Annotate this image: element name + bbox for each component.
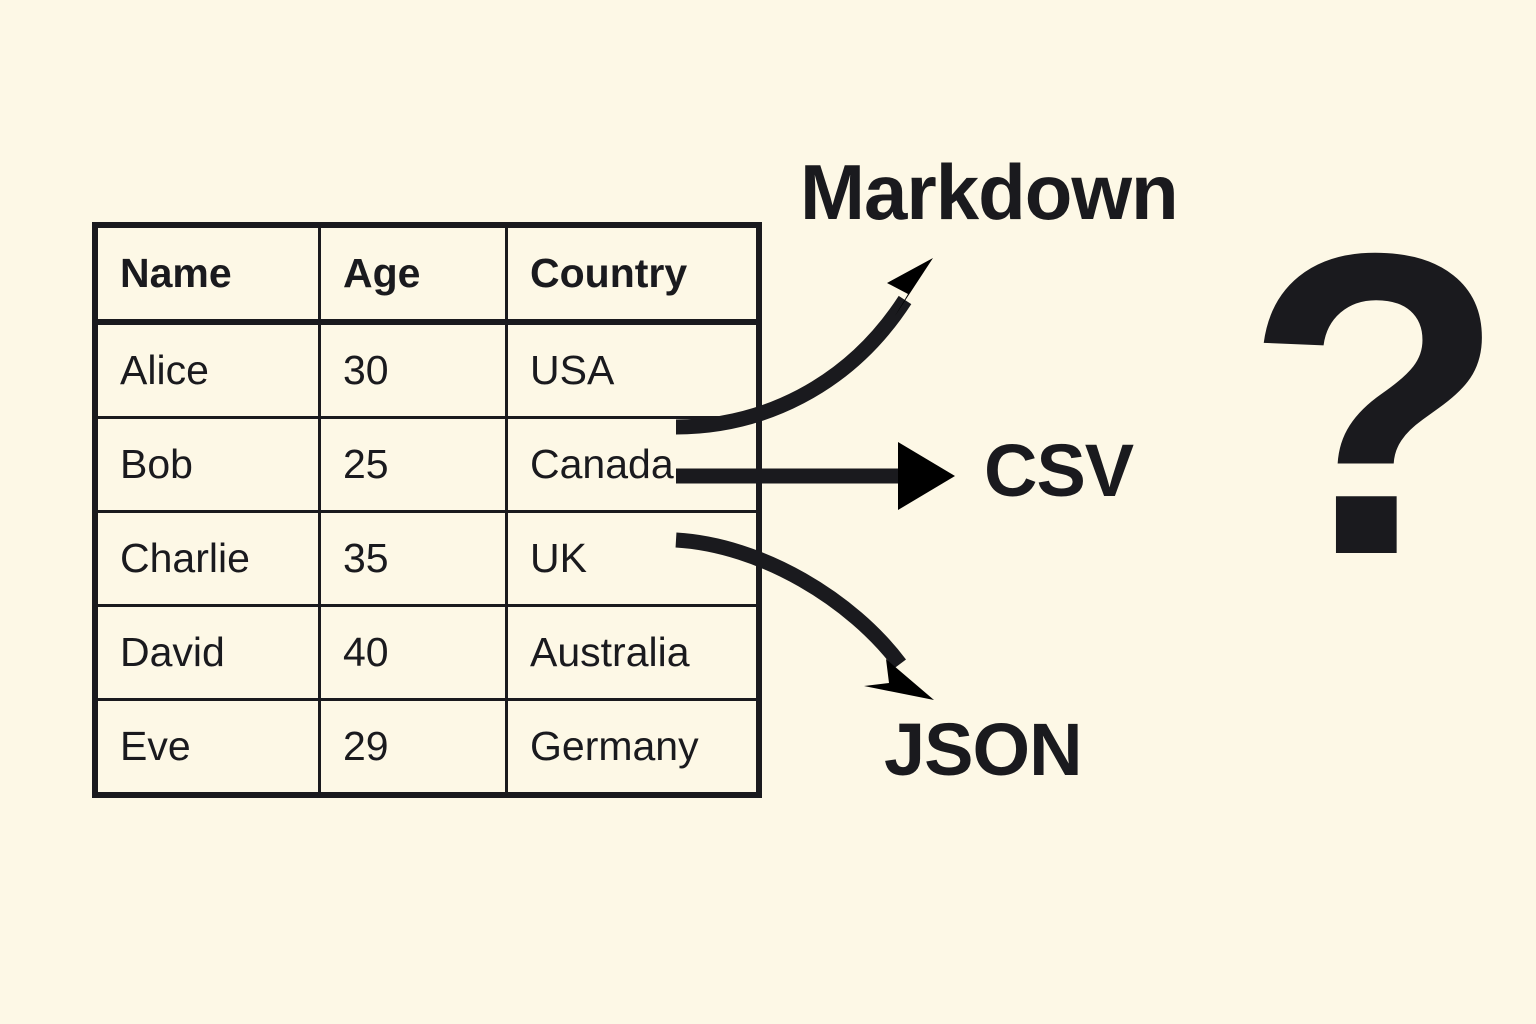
table-header-row: Name Age Country (93, 223, 761, 325)
output-label-markdown: Markdown (800, 148, 1179, 236)
table-header: Name Age Country (93, 223, 761, 325)
table-row: Charlie 35 UK (93, 510, 761, 607)
cell-name: Alice (93, 320, 321, 419)
column-header-name: Name (93, 223, 321, 325)
cell-age: 29 (318, 698, 508, 797)
table-row: Bob 25 Canada (93, 416, 761, 513)
output-label-csv: CSV (984, 429, 1134, 512)
source-data-table: Name Age Country Alice 30 USA Bob 25 Can… (92, 222, 762, 798)
cell-name: Bob (93, 416, 321, 513)
output-label-json: JSON (884, 708, 1083, 791)
cell-country: Canada (505, 416, 761, 513)
cell-country: Australia (505, 604, 761, 701)
cell-country: Germany (505, 698, 761, 797)
table-row: Alice 30 USA (93, 320, 761, 419)
cell-name: David (93, 604, 321, 701)
table-body: Alice 30 USA Bob 25 Canada Charlie 35 UK… (93, 320, 761, 797)
cell-name: Charlie (93, 510, 321, 607)
table-row: David 40 Australia (93, 604, 761, 701)
column-header-age: Age (318, 223, 508, 325)
cell-age: 40 (318, 604, 508, 701)
cell-age: 30 (318, 320, 508, 419)
cell-age: 35 (318, 510, 508, 607)
cell-country: UK (505, 510, 761, 607)
table-row: Eve 29 Germany (93, 698, 761, 797)
question-mark-icon: ? (1244, 190, 1507, 668)
cell-name: Eve (93, 698, 321, 797)
cell-country: USA (505, 320, 761, 419)
column-header-country: Country (505, 223, 761, 325)
question-mark-glyph: ? (1244, 165, 1507, 645)
cell-age: 25 (318, 416, 508, 513)
